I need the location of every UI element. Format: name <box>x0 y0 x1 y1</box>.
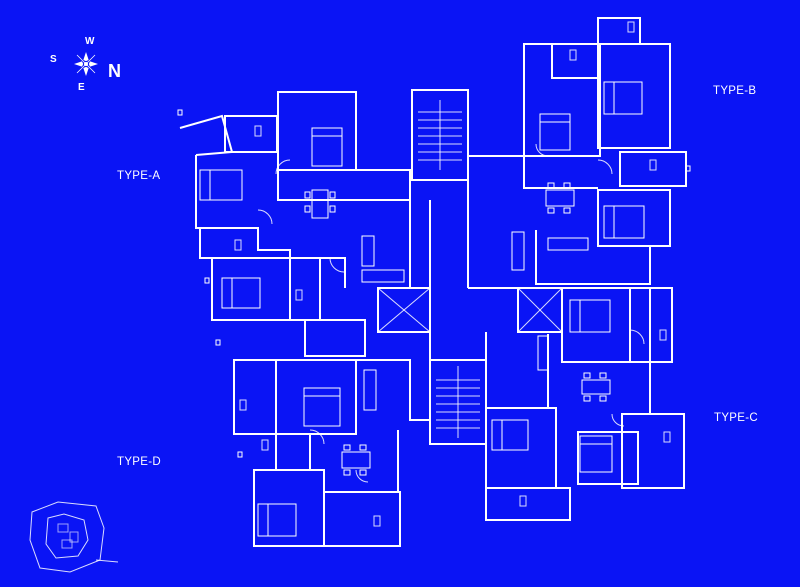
compass-west-label: W <box>85 36 95 47</box>
compass-east-label: E <box>78 82 85 93</box>
compass-rose-icon: W S E N <box>50 36 121 93</box>
unit-type-a-plan <box>177 91 411 357</box>
compass-south-label: S <box>50 54 57 65</box>
compass-north-label: N <box>108 61 121 81</box>
unit-type-d-plan <box>233 359 430 547</box>
site-key-plan-icon <box>29 501 119 573</box>
unit-type-c-plan <box>485 287 685 521</box>
label-type-a: TYPE-A <box>117 170 160 182</box>
corridor-outline <box>356 199 411 289</box>
label-type-d: TYPE-D <box>117 456 161 468</box>
unit-type-b-plan <box>468 17 691 285</box>
label-type-c: TYPE-C <box>714 412 758 424</box>
building-core-plan <box>377 89 563 445</box>
label-type-b: TYPE-B <box>713 85 756 97</box>
